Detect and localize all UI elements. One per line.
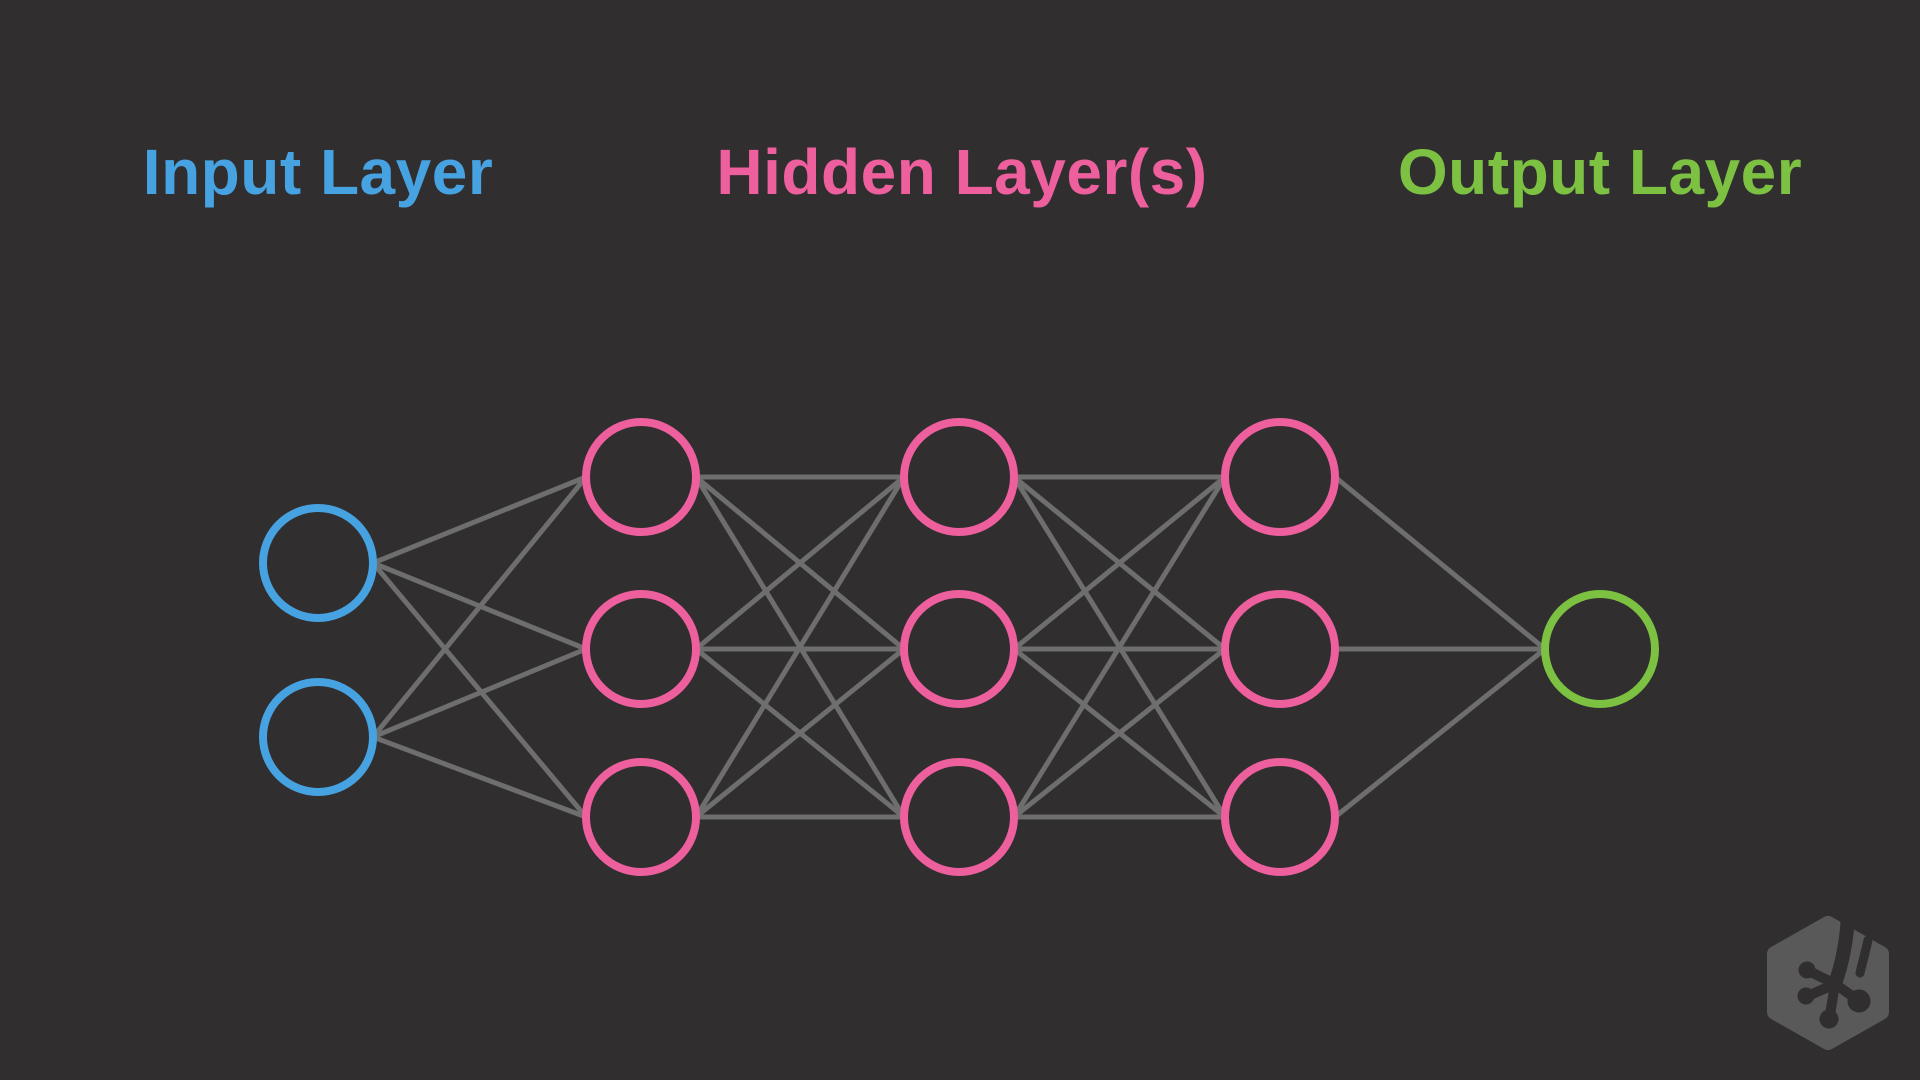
edge <box>1012 475 1227 651</box>
edge <box>1333 475 1547 651</box>
edge <box>694 647 906 819</box>
edge <box>1012 647 1227 819</box>
hidden-layer-1-node-1 <box>582 418 700 536</box>
edge <box>1011 475 1228 819</box>
edge <box>372 474 587 566</box>
input-layer-node-1 <box>259 504 377 622</box>
nodes-group <box>259 418 1659 876</box>
output-layer-node-1 <box>1541 590 1659 708</box>
edges-group <box>371 474 1547 820</box>
hidden-layer-1-node-3 <box>582 758 700 876</box>
edge <box>372 734 587 820</box>
edge <box>1333 647 1547 819</box>
edge <box>693 475 907 819</box>
hidden-layer-2-node-2 <box>900 590 1018 708</box>
hidden-layer-3-node-2 <box>1221 590 1339 708</box>
treehouse-logo <box>1767 912 1889 1050</box>
input-layer-node-2 <box>259 678 377 796</box>
hidden-layer-3-node-1 <box>1221 418 1339 536</box>
hidden-layer-1-node-2 <box>582 590 700 708</box>
hidden-layer-3-node-3 <box>1221 758 1339 876</box>
edge <box>372 646 587 740</box>
edge <box>371 475 588 739</box>
edge <box>371 561 588 819</box>
edge <box>694 475 906 651</box>
hidden-layer-2-node-1 <box>900 418 1018 536</box>
frog-footprint-cutout <box>1797 912 1873 1029</box>
hidden-layer-2-node-3 <box>900 758 1018 876</box>
